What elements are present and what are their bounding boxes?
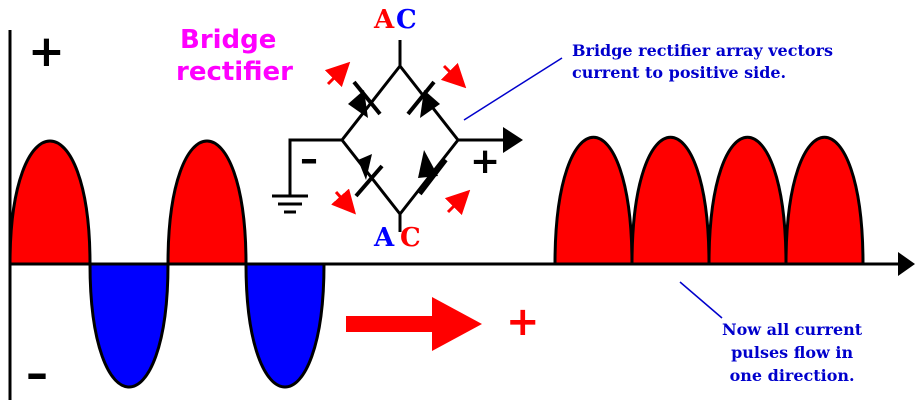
time-axis-arrowhead <box>898 252 915 276</box>
title-rectifier: rectifier <box>176 57 293 87</box>
title-bridge: Bridge <box>180 25 277 55</box>
bridge-negative-sign: – <box>300 139 318 180</box>
ac-top-a: A <box>374 5 395 35</box>
pulse-4 <box>784 136 865 266</box>
pulse-1 <box>553 136 634 266</box>
note-bottom-line-2: pulses flow in <box>731 343 854 362</box>
arrow-positive-sign: + <box>506 299 540 345</box>
bridge-rectifier-schematic <box>272 40 523 232</box>
ac-bottom-c: C <box>400 223 421 253</box>
note-bottom-line-3: one direction. <box>729 366 855 385</box>
note-top: Bridge rectifier array vectors current t… <box>572 40 833 84</box>
pulse-2 <box>630 136 711 266</box>
note-bottom-pointer <box>679 281 723 319</box>
positive-sign-left: + <box>28 26 65 77</box>
note-top-line-1: Bridge rectifier array vectors <box>572 41 833 60</box>
positive-lobe-2 <box>166 139 248 266</box>
negative-lobe-2 <box>244 262 326 389</box>
diode-icon <box>406 80 440 118</box>
current-arrow-icon <box>444 189 471 216</box>
pulse-3 <box>707 136 788 266</box>
big-direction-arrow <box>346 297 482 351</box>
arrow-right-icon <box>503 127 523 153</box>
ac-top-c: C <box>396 5 417 35</box>
bridge-diamond <box>340 65 460 217</box>
diode-icon <box>354 154 384 198</box>
negative-lobe-1 <box>88 262 170 389</box>
note-top-line-2: current to positive side. <box>572 63 787 82</box>
dc-output-waveform <box>553 136 865 266</box>
ac-input-waveform <box>8 30 326 400</box>
ground-icon <box>272 194 308 214</box>
current-arrow-icon <box>331 188 356 215</box>
current-arrow-icon <box>324 61 351 88</box>
note-bottom: Now all current pulses flow in one direc… <box>722 318 862 387</box>
note-bottom-line-1: Now all current <box>722 320 863 339</box>
current-arrow-icon <box>440 62 467 89</box>
positive-lobe-1 <box>8 139 92 266</box>
note-top-pointer <box>463 57 563 121</box>
diode-icon <box>348 80 382 118</box>
bridge-positive-sign: + <box>470 141 501 182</box>
ac-bottom-a: A <box>374 223 395 253</box>
diode-icon <box>418 150 448 196</box>
negative-sign-left: – <box>26 348 48 399</box>
